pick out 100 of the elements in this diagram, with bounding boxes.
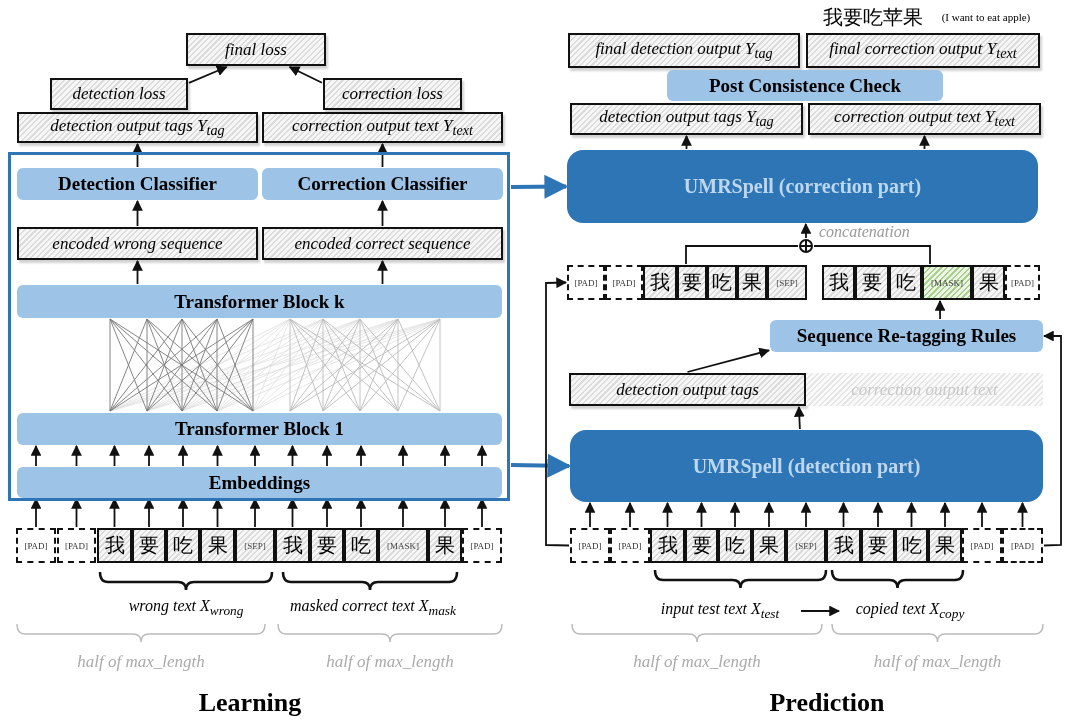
token-box: 我 xyxy=(826,528,861,563)
arrow xyxy=(919,134,930,150)
arrow xyxy=(288,66,323,84)
arrow xyxy=(1017,501,1028,528)
length-caption: half of max_length xyxy=(872,652,1003,672)
arrow xyxy=(510,453,572,478)
arrow xyxy=(397,444,409,467)
arrow xyxy=(545,277,570,547)
output-box: correction output text Y$_{text}$ xyxy=(808,103,1041,135)
length-caption: half of max_length xyxy=(632,652,762,672)
arrow xyxy=(177,444,189,467)
padding-token-box: [PAD] xyxy=(567,265,605,300)
module-box: Embeddings xyxy=(17,467,502,498)
token-box: [SEP] xyxy=(235,528,275,563)
arrow xyxy=(793,405,805,430)
arrow xyxy=(132,259,143,285)
token-box: 我 xyxy=(275,528,310,563)
arrow xyxy=(132,199,143,227)
arrow xyxy=(696,501,707,528)
token-box: 果 xyxy=(428,528,462,563)
arrow xyxy=(681,134,692,150)
encoder-frame xyxy=(8,152,510,501)
translation-text: (I want to eat apple) xyxy=(940,11,1032,23)
arrow xyxy=(624,501,636,528)
arrow xyxy=(143,444,155,467)
arrow xyxy=(934,299,946,320)
arrow xyxy=(212,444,223,467)
token-box: 我 xyxy=(822,265,855,300)
output-box: detection output tags Y$_{tag}$ xyxy=(570,103,803,135)
output-box: final detection output Y$_{tag}$ xyxy=(568,33,800,68)
token-box: 我 xyxy=(97,528,132,563)
arrow xyxy=(584,501,596,528)
model-box: UMRSpell (correction part) xyxy=(567,150,1038,223)
bracket-caption: masked correct text X$_{mask}$ xyxy=(289,597,457,620)
caption-text: concatenation xyxy=(819,223,910,241)
model-box: UMRSpell (detection part) xyxy=(570,430,1043,502)
arrow xyxy=(763,501,775,528)
padding-token-box: [PAD] xyxy=(462,528,502,563)
arrow xyxy=(686,347,771,373)
arrow xyxy=(800,501,812,528)
arrow xyxy=(132,142,143,168)
arrow xyxy=(976,501,988,528)
arrow xyxy=(662,501,673,528)
token-box: 吃 xyxy=(344,528,378,563)
arrow xyxy=(439,444,451,467)
arrow xyxy=(906,501,917,528)
token-box: 吃 xyxy=(889,265,922,300)
padding-token-box: [PAD] xyxy=(610,528,650,563)
token-box: 吃 xyxy=(707,265,737,300)
token-box: 我 xyxy=(643,265,677,300)
output-box: detection output tags xyxy=(569,373,806,406)
token-box: 要 xyxy=(310,528,344,563)
output-box: detection output tags Y$_{tag}$ xyxy=(17,112,258,143)
arrow xyxy=(476,444,488,467)
arrow xyxy=(71,444,82,467)
arrow xyxy=(800,605,841,617)
token-box: 果 xyxy=(752,528,786,563)
module-box: Transformer Block k xyxy=(17,285,502,318)
masked-token-box: [MASK] xyxy=(922,265,972,300)
token-box: 吃 xyxy=(895,528,928,563)
arrow xyxy=(30,444,42,467)
arrow xyxy=(321,444,333,467)
arrow xyxy=(872,501,884,528)
padding-token-box: [PAD] xyxy=(605,265,643,300)
token-box: 要 xyxy=(685,528,718,563)
padding-token-box: [PAD] xyxy=(962,528,1002,563)
token-box: 果 xyxy=(972,265,1005,300)
token-box: 吃 xyxy=(166,528,200,563)
arrow xyxy=(511,174,569,199)
arrow xyxy=(939,501,951,528)
token-box: [MASK] xyxy=(378,528,428,563)
connector-line xyxy=(813,245,931,265)
concat-symbol xyxy=(799,239,813,253)
token-box: [SEP] xyxy=(767,265,807,300)
connector-line xyxy=(685,245,799,265)
arrow xyxy=(355,444,367,467)
arrow xyxy=(729,501,741,528)
output-box: final loss xyxy=(186,33,326,66)
token-box: 吃 xyxy=(718,528,752,563)
token-box: 要 xyxy=(677,265,707,300)
token-box: 果 xyxy=(737,265,767,300)
arrow xyxy=(287,444,298,467)
module-box: Transformer Block 1 xyxy=(17,413,502,445)
module-box: Sequence Re-tagging Rules xyxy=(770,320,1043,352)
padding-token-box: [PAD] xyxy=(57,528,96,563)
arrow xyxy=(1042,330,1062,547)
arrow xyxy=(109,444,120,467)
length-caption: half of max_length xyxy=(325,652,455,672)
output-box: encoded correct sequence xyxy=(262,227,503,260)
arrow xyxy=(377,142,388,168)
sentence-text: 我要吃苹果 xyxy=(822,5,924,30)
arrow xyxy=(800,222,812,239)
arrow xyxy=(188,65,228,84)
arrow xyxy=(377,259,388,285)
padding-token-box: [PAD] xyxy=(1002,528,1043,563)
token-box: 果 xyxy=(928,528,962,563)
module-box: Detection Classifier xyxy=(17,168,258,200)
module-box: Correction Classifier xyxy=(262,168,503,200)
arrow xyxy=(377,199,388,227)
output-box: final correction output Y$_{text}$ xyxy=(806,33,1040,68)
